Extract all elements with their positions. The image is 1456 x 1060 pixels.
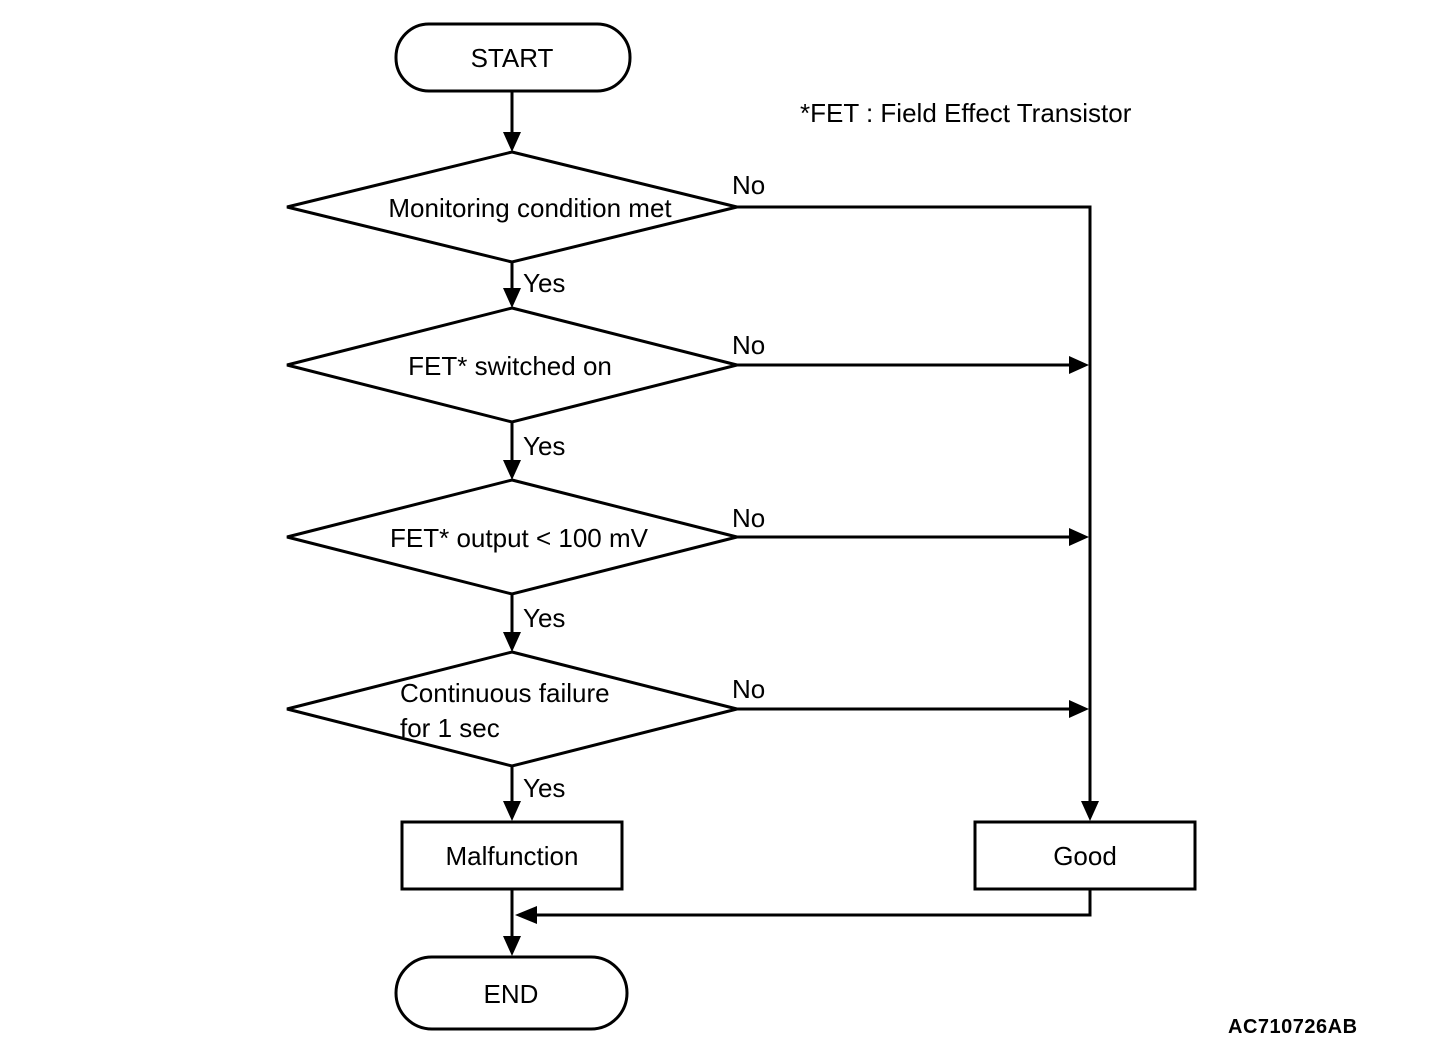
arrowhead-into-malfunction: [503, 801, 521, 821]
connectors: [510, 92, 1092, 938]
decision4-diamond: [286, 650, 738, 768]
yes-label-3: Yes: [523, 603, 566, 633]
arrowheads: [503, 132, 1099, 956]
decision1-label: Monitoring condition met: [388, 193, 672, 223]
start-terminator-shape: [394, 22, 632, 93]
edge-good-return: [537, 889, 1092, 917]
arrowhead-into-decision1: [503, 132, 521, 152]
arrowhead-into-good: [1081, 801, 1099, 821]
node-shapes: [286, 22, 1197, 1031]
decision4-label-line2: for 1 sec: [400, 713, 500, 743]
arrowhead-into-decision4: [503, 632, 521, 652]
end-terminator-shape: [394, 955, 629, 1031]
good-label: Good: [1053, 841, 1117, 871]
arrowhead-decision2-no: [1069, 356, 1089, 374]
no-label-2: No: [732, 330, 766, 360]
decision2-label: FET* switched on: [408, 351, 612, 381]
figure-code: AC710726AB: [1228, 1016, 1358, 1038]
no-label-4: No: [732, 674, 766, 704]
decision4-label: Continuous failure for 1 sec: [400, 676, 610, 746]
good-box: [973, 820, 1197, 891]
fet-footnote: *FET : Field Effect Transistor: [800, 98, 1132, 128]
arrowhead-into-end: [503, 936, 521, 956]
no-label-3: No: [732, 503, 766, 533]
decision1-diamond: [286, 150, 738, 264]
decision3-diamond: [286, 478, 738, 596]
start-label: START: [470, 43, 554, 73]
decision3-label: FET* output < 100 mV: [390, 523, 648, 553]
decision2-diamond: [286, 306, 738, 424]
yes-label-2: Yes: [523, 431, 566, 461]
yes-label-1: Yes: [523, 268, 566, 298]
malfunction-label: Malfunction: [445, 841, 579, 871]
no-label-1: No: [732, 170, 766, 200]
arrowhead-decision3-no: [1069, 528, 1089, 546]
end-label: END: [483, 979, 539, 1009]
yes-label-4: Yes: [523, 773, 566, 803]
decision4-label-line1: Continuous failure: [400, 678, 610, 708]
arrowhead-good-return: [515, 906, 537, 924]
edge-decision1-no: [737, 205, 1092, 803]
malfunction-box: [400, 820, 624, 891]
arrowhead-into-decision2: [503, 288, 521, 308]
arrowhead-into-decision3: [503, 460, 521, 480]
arrowhead-decision4-no: [1069, 700, 1089, 718]
